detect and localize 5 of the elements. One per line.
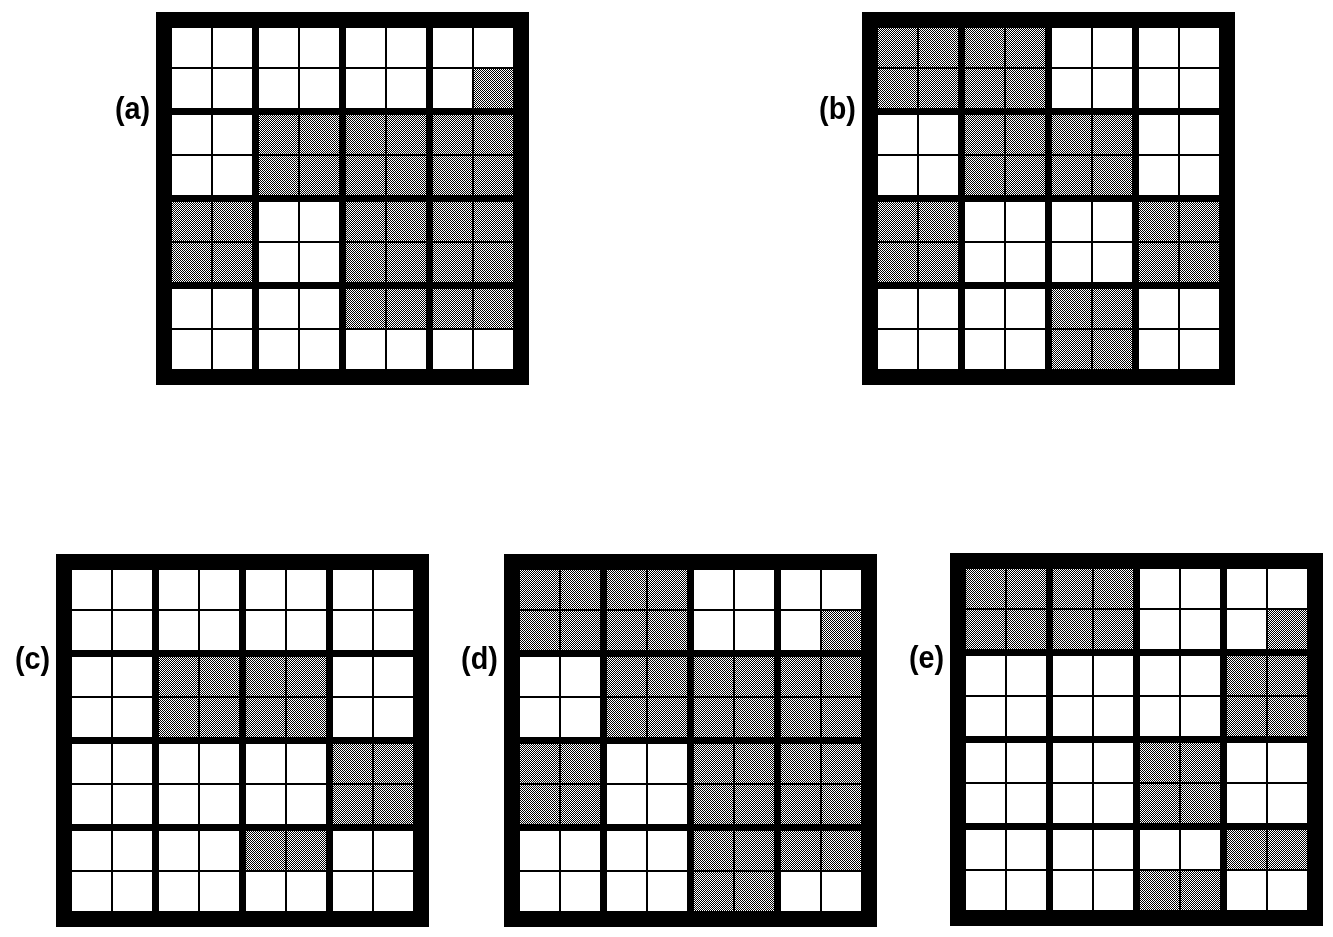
panel-label: (a) [114, 90, 150, 126]
panel-label: (b) [819, 90, 856, 126]
panel-label: (c) [14, 640, 50, 676]
panel-label: (e) [908, 639, 944, 675]
panel-label: (d) [461, 640, 498, 676]
